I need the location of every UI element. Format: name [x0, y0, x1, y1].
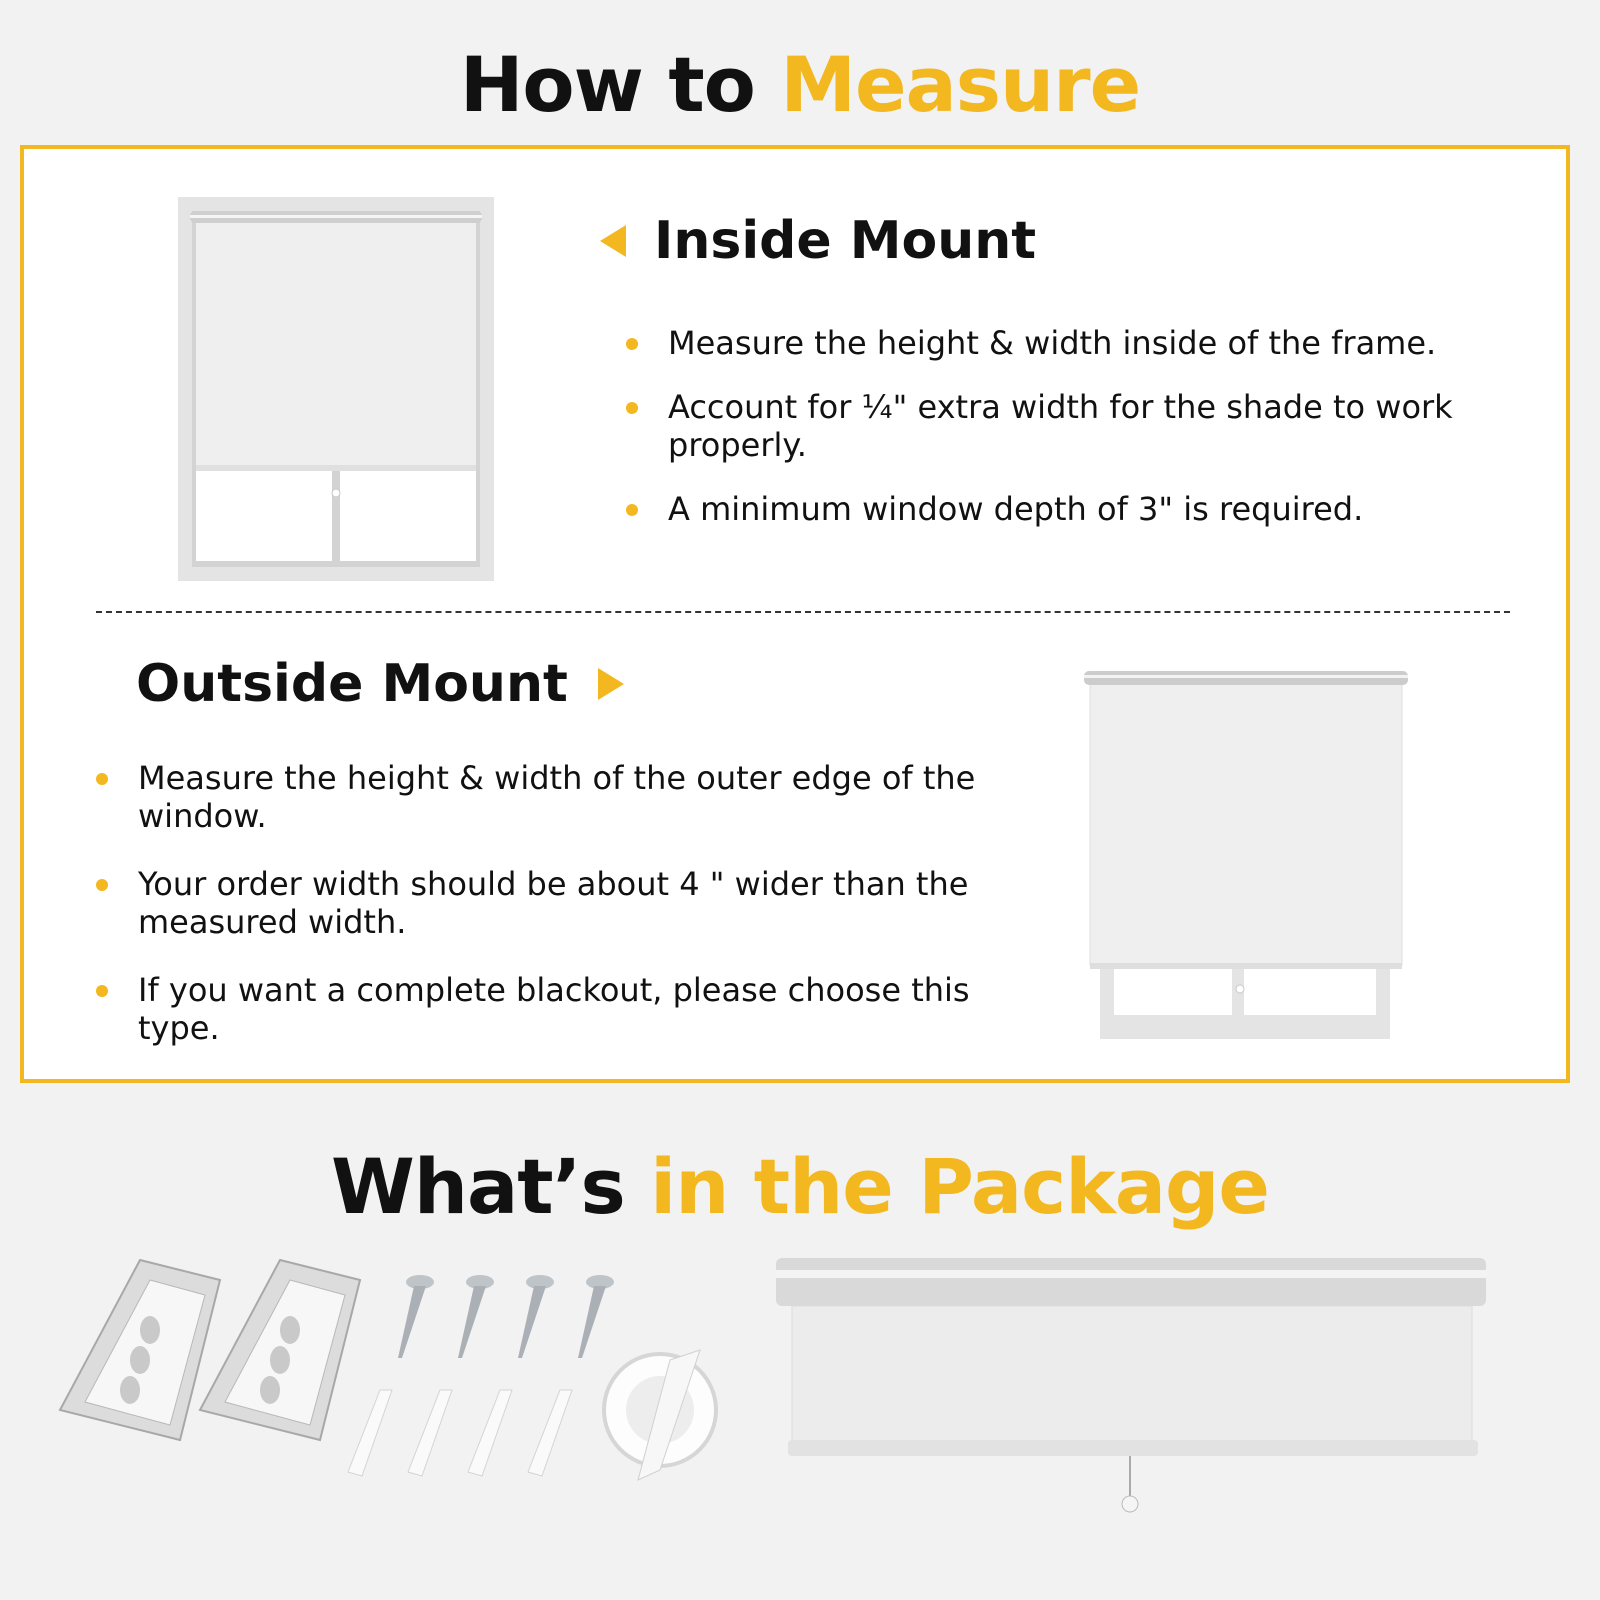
- package-title-accent-text: in the Package: [650, 1142, 1270, 1231]
- title-accent-text: Measure: [780, 40, 1141, 129]
- measure-instructions-box: Inside Mount Measure the height & width …: [20, 145, 1570, 1083]
- screw-icon: [398, 1275, 434, 1358]
- outside-mount-illustration: [1084, 671, 1408, 1039]
- triangle-left-icon: [600, 225, 626, 257]
- wall-anchor-icon: [407, 1389, 453, 1477]
- dashed-divider: [96, 611, 1510, 613]
- list-item: If you want a complete blackout, please …: [94, 971, 1034, 1047]
- list-item: Measure the height & width inside of the…: [624, 324, 1524, 362]
- package-title-main-text: What’s: [331, 1142, 651, 1231]
- outside-mount-title: Outside Mount: [136, 654, 568, 714]
- list-item: Measure the height & width of the outer …: [94, 759, 1034, 835]
- inside-mount-heading: Inside Mount: [600, 211, 1036, 271]
- outside-mount-heading: Outside Mount: [136, 654, 624, 714]
- list-item: A minimum window depth of 3" is required…: [624, 490, 1524, 528]
- inside-mount-title: Inside Mount: [654, 211, 1037, 271]
- title-main-text: How to: [459, 40, 781, 129]
- wall-anchor-icon: [527, 1389, 573, 1477]
- package-contents-illustration: [58, 1258, 1486, 1513]
- outside-mount-bullets: Measure the height & width of the outer …: [94, 759, 1034, 1077]
- list-item: Your order width should be about 4 " wid…: [94, 865, 1034, 941]
- triangle-right-icon: [597, 668, 624, 700]
- screw-icon: [518, 1275, 554, 1358]
- inside-mount-bullets: Measure the height & width inside of the…: [624, 324, 1524, 554]
- cord-cleat-icon: [602, 1349, 718, 1481]
- bracket-icon: [198, 1258, 362, 1442]
- inside-mount-illustration: [178, 197, 494, 581]
- bracket-icon: [58, 1258, 222, 1442]
- screw-icon: [458, 1275, 494, 1358]
- how-to-measure-title: How to Measure: [0, 40, 1600, 129]
- whats-in-package-title: What’s in the Package: [0, 1142, 1600, 1231]
- wall-anchor-icon: [347, 1389, 393, 1477]
- screw-icon: [578, 1275, 614, 1358]
- list-item: Account for ¼" extra width for the shade…: [624, 388, 1524, 464]
- roller-shade-icon: [776, 1258, 1486, 1513]
- wall-anchor-icon: [467, 1389, 513, 1477]
